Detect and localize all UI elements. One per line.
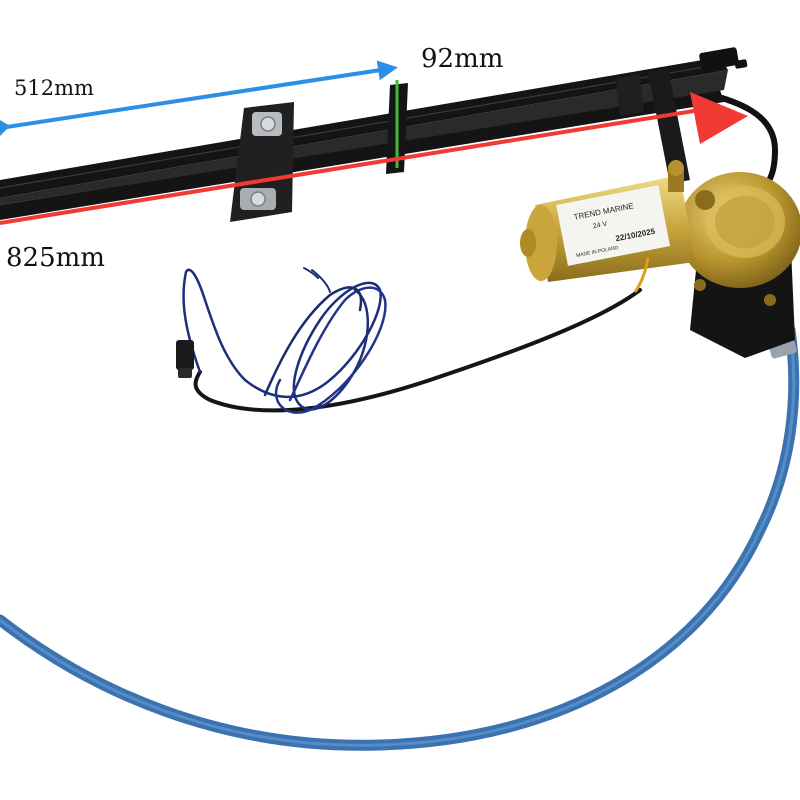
wiper-motor: TREND MARINE 24 V MADE IN POLAND 22/10/2…	[520, 160, 800, 358]
coiled-wire	[182, 267, 387, 414]
mounting-plate	[230, 102, 294, 222]
wiper-rail	[0, 47, 748, 220]
plug-connector	[176, 340, 194, 378]
motor-voltage-text: 24 V	[592, 221, 608, 231]
length-dimension-label: 825mm	[6, 243, 105, 273]
length-dimension-line	[0, 108, 701, 225]
bracket-dimension-label: 92mm	[421, 44, 504, 74]
motor-label-sticker	[556, 185, 671, 266]
motor-cable	[193, 288, 642, 413]
width-dimension-arrow	[0, 60, 398, 130]
length-dimension-arrowhead	[690, 92, 748, 144]
width-dimension-label: 512mm	[14, 76, 94, 100]
